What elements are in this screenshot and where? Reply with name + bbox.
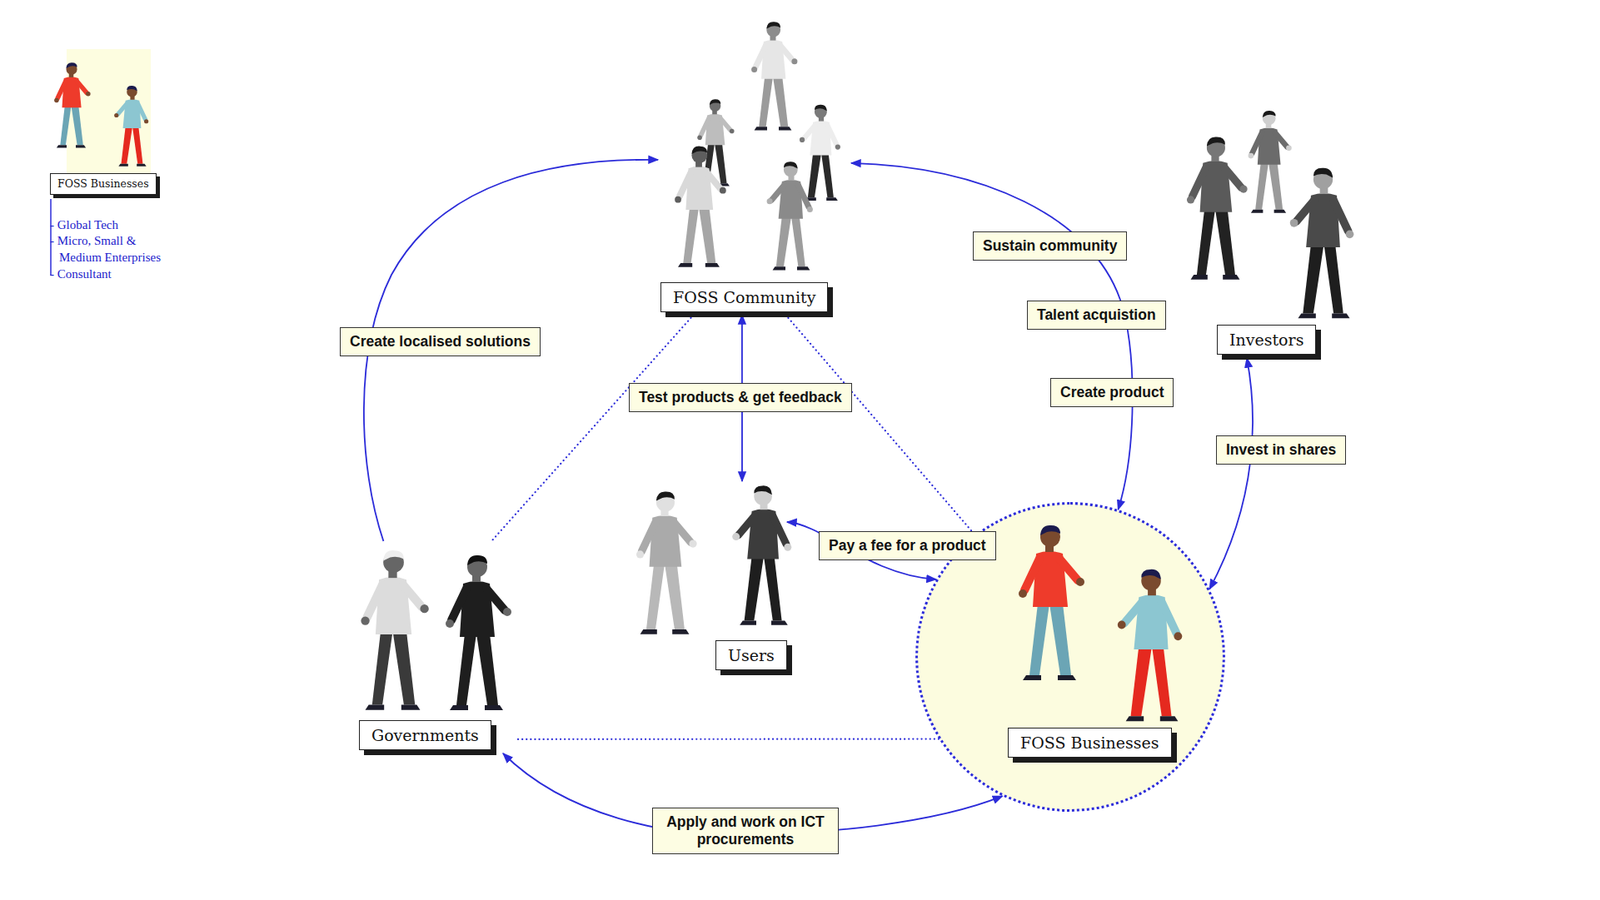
flow-label: Apply and work on ICT procurements (652, 807, 839, 855)
person-figure (54, 62, 90, 148)
flow-label: Sustain community (972, 231, 1127, 261)
list-item: - Consultant (49, 266, 172, 284)
person-figure (1117, 569, 1182, 722)
person-figure (799, 104, 841, 201)
actor-node: FOSS Community (657, 14, 852, 315)
list-item: - Micro, Small & Medium Enterprises (49, 233, 172, 266)
flow-label: Create localised solutions (339, 327, 541, 357)
person-figure (360, 550, 429, 711)
person-figure (751, 21, 798, 130)
person-figure (674, 146, 727, 268)
name-tag: FOSS Businesses (1007, 727, 1172, 758)
name-tag: Users (715, 640, 788, 671)
person-figure (1018, 525, 1085, 681)
person-figure (114, 85, 149, 167)
name-tag: FOSS Businesses (49, 173, 157, 195)
actor-node: Users (624, 481, 788, 675)
person-figure (767, 161, 813, 270)
flow-label: Pay a fee for a product (818, 531, 997, 561)
dotted-connector (518, 737, 939, 741)
flow-label: Invest in shares (1216, 435, 1346, 465)
flow-label: Create product (1050, 378, 1174, 408)
name-tag: FOSS Community (660, 282, 828, 313)
name-tag: Investors (1216, 324, 1316, 355)
flow-label: Test products & get feedback (628, 383, 853, 413)
person-figure (1248, 110, 1292, 214)
person-figure (1186, 136, 1248, 280)
actor-node: Governments (349, 541, 519, 754)
arrow-connector (1209, 358, 1253, 590)
flow-label: Talent acquistion (1026, 300, 1167, 330)
arrow-connector (851, 163, 1133, 510)
person-figure (732, 485, 792, 625)
dotted-connector (785, 314, 975, 535)
person-figure (636, 491, 698, 634)
actor-node: Investors (1176, 104, 1366, 359)
key-card: FOSS Businesses (48, 45, 174, 200)
list-item: - Global Tech (49, 217, 172, 235)
card-ground (66, 49, 151, 175)
person-figure (445, 555, 512, 711)
person-figure (1290, 168, 1355, 319)
name-tag: Governments (358, 720, 492, 751)
